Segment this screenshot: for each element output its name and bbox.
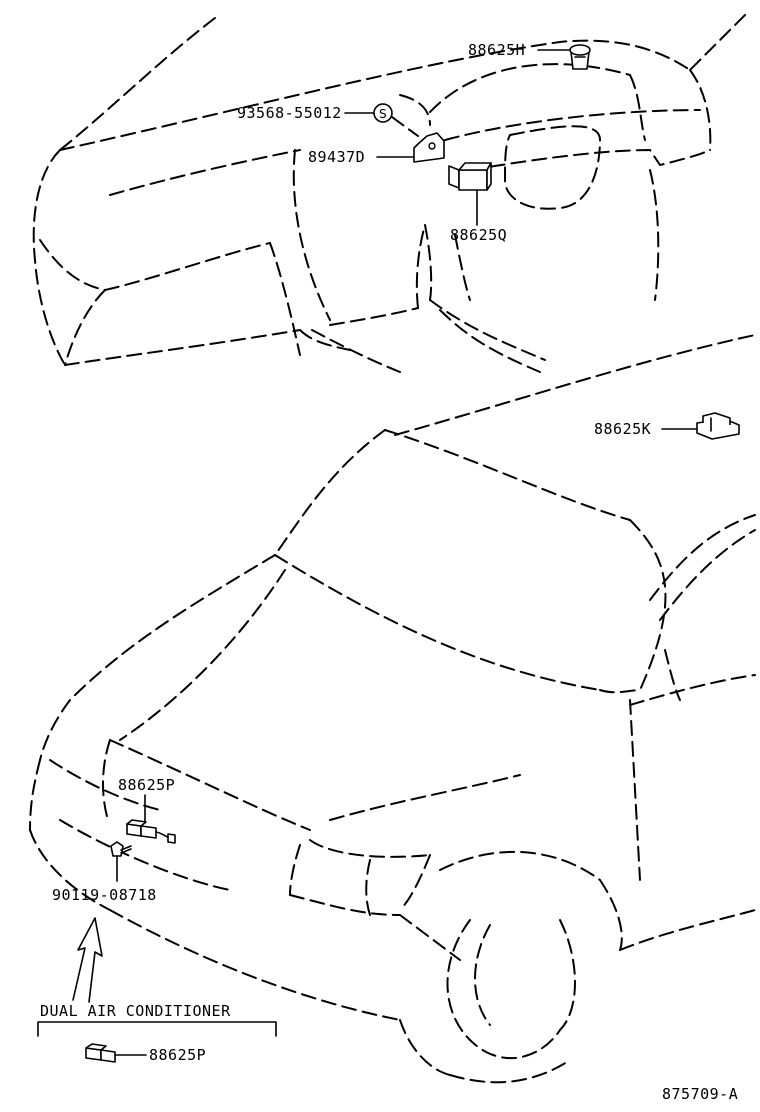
label-93568-55012[interactable]: 93568-55012 xyxy=(237,104,342,122)
part-88625k-icon[interactable] xyxy=(696,412,740,440)
label-89437d[interactable]: 89437D xyxy=(308,148,365,166)
part-88625p-dual-icon[interactable] xyxy=(85,1043,116,1063)
part-89437d-icon[interactable] xyxy=(413,132,445,163)
part-88625q-icon[interactable] xyxy=(448,162,492,191)
label-88625p-front[interactable]: 88625P xyxy=(118,776,175,794)
figure-code: 875709-A xyxy=(662,1085,738,1103)
label-88625p-dual[interactable]: 88625P xyxy=(149,1046,206,1064)
label-90119-08718[interactable]: 90119-08718 xyxy=(52,886,157,904)
interior-outline xyxy=(32,14,746,373)
label-88625q[interactable]: 88625Q xyxy=(450,226,507,244)
leader-93568-to-89437d xyxy=(391,116,419,137)
standard-part-s-icon: S xyxy=(373,103,393,123)
svg-text:S: S xyxy=(379,107,387,121)
vehicle-outline xyxy=(29,334,756,1084)
label-88625k[interactable]: 88625K xyxy=(594,420,651,438)
bolt-90119-08718-icon[interactable] xyxy=(110,841,132,857)
part-88625h-icon[interactable] xyxy=(569,44,591,70)
part-88625p-front-icon[interactable] xyxy=(126,819,176,844)
dual-ac-bracket xyxy=(37,1021,277,1037)
label-88625h[interactable]: 88625H xyxy=(468,41,525,59)
dual-air-conditioner-label: DUAL AIR CONDITIONER xyxy=(40,1002,231,1020)
arrow-up-icon xyxy=(72,917,103,1003)
